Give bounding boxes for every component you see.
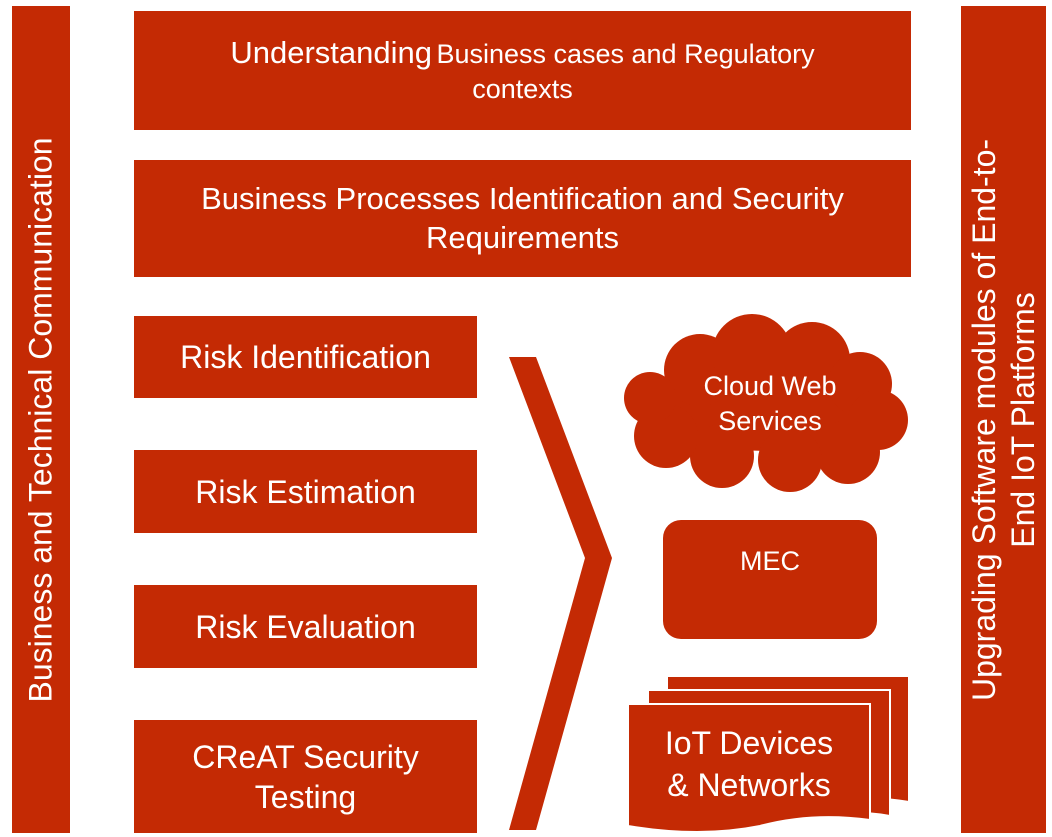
mec-label-text: MEC: [740, 546, 800, 577]
iot-label-line-2: & Networks: [667, 767, 831, 803]
risk-estimation-box: Risk Estimation: [134, 450, 477, 533]
chevron-right-arrow-icon: [509, 357, 612, 830]
risk-identification-box: Risk Identification: [134, 316, 477, 398]
business-cases-box-text: Business cases and Regulatory: [436, 39, 815, 70]
risk-evaluation-box: Risk Evaluation: [134, 585, 477, 668]
business-cases-box-keyword: Understanding: [230, 35, 432, 71]
risk-estimation-label: Risk Estimation: [195, 473, 416, 510]
business-processes-box: Business Processes Identification and Se…: [134, 160, 911, 277]
cloud-label-line-2: Services: [718, 406, 822, 436]
creat-security-testing-line-2: Testing: [254, 778, 357, 815]
cloud-shape: [624, 314, 908, 492]
creat-security-testing-line-1: CReAT Security: [192, 738, 419, 775]
business-processes-box-line-2: Requirements: [426, 219, 619, 255]
business-cases-box-text-line-2: contexts: [472, 74, 573, 104]
multi-document-shape: [627, 675, 910, 833]
risk-evaluation-label: Risk Evaluation: [195, 608, 416, 645]
right-vertical-bar: Upgrading Software modules of End-to- En…: [961, 6, 1046, 833]
iot-label-line-1: IoT Devices: [664, 725, 834, 762]
rounded-rectangle-shape: [663, 520, 877, 639]
cloud-label-line-1: Cloud Web: [703, 370, 837, 401]
business-cases-box: Understanding Business cases and Regulat…: [134, 11, 911, 130]
iot-devices-networks-label: IoT Devices & Networks: [628, 715, 870, 815]
cloud-web-services-label: Cloud Web Services: [660, 358, 880, 450]
left-vertical-bar: Business and Technical Communication: [12, 6, 70, 833]
mec-label: MEC: [663, 540, 877, 584]
business-processes-box-line-1: Business Processes Identification and Se…: [201, 180, 844, 216]
creat-security-testing-box: CReAT Security Testing: [134, 720, 477, 833]
risk-identification-label: Risk Identification: [180, 339, 431, 375]
